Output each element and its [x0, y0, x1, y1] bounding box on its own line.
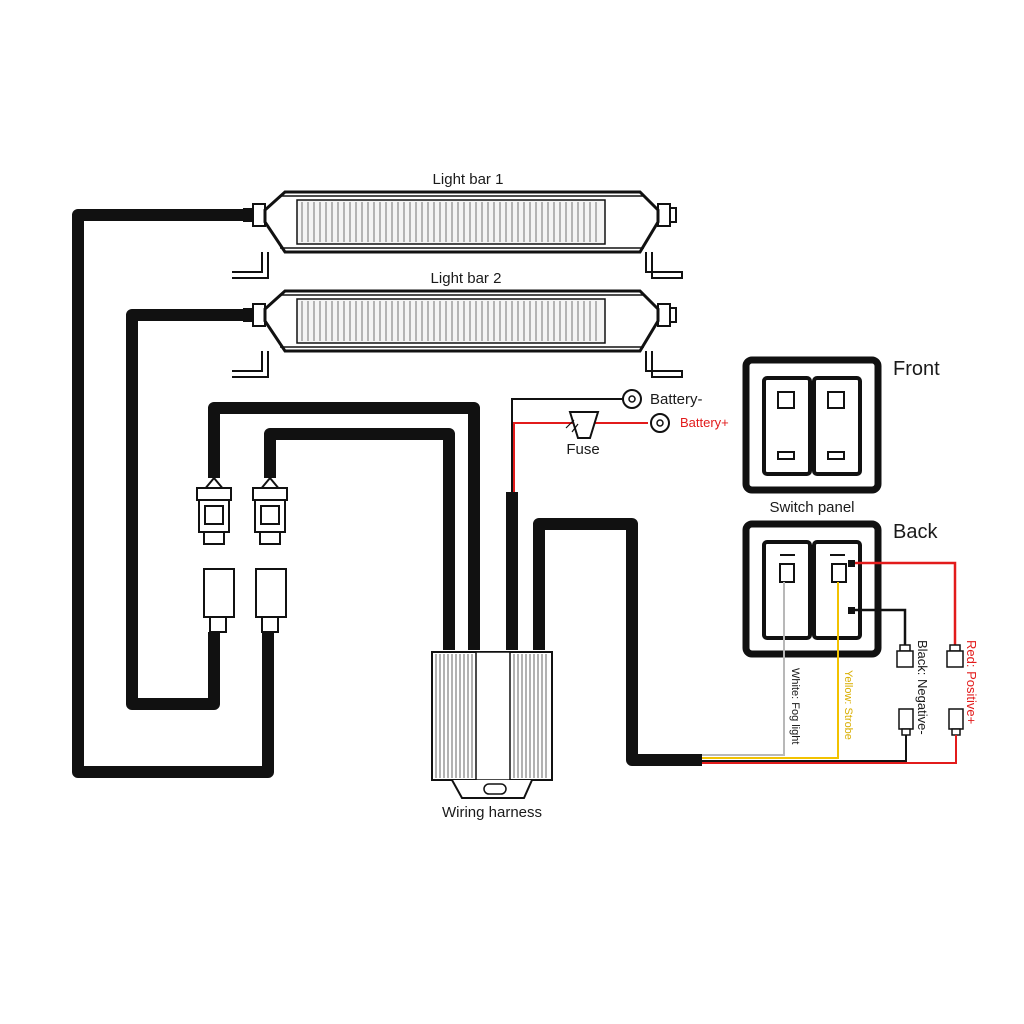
black-wire-label: Black: Negative-: [915, 640, 930, 735]
back-label: Back: [893, 521, 938, 543]
battery-negative-label: Battery-: [650, 391, 703, 408]
front-label: Front: [893, 358, 940, 380]
battery-positive-wire: [513, 422, 648, 492]
connector-plug-icon: [196, 477, 235, 633]
main-cables: [72, 209, 702, 778]
spade-terminal-icon: [896, 644, 914, 736]
red-wire-label: Red: Positive+: [964, 640, 979, 724]
rocker-switch-icon: [762, 376, 812, 476]
light-bar-icon: [232, 289, 683, 378]
red-return-wire: [702, 735, 957, 764]
black-return-wire: [702, 735, 907, 762]
cable-harness-connector-2: [264, 428, 455, 650]
cable-light-bar-1: [72, 209, 274, 778]
light-bar-2-label: Light bar 2: [431, 270, 502, 287]
light-bar-1-label: Light bar 1: [433, 171, 504, 188]
cable-light-bar-2: [126, 309, 245, 710]
fuse-label: Fuse: [566, 441, 599, 458]
light-bar-1: Light bar 1: [232, 171, 683, 279]
connector-plug-icon: [252, 477, 288, 633]
fuse-icon: [565, 411, 600, 439]
light-bar-icon: [232, 190, 683, 279]
white-wire: [702, 582, 785, 756]
ring-terminal-icon: [622, 389, 642, 409]
battery-negative-wire: [511, 398, 622, 492]
switch-panel-label: Switch panel: [769, 499, 854, 516]
rocker-switch-icon: [812, 376, 862, 476]
switch-panel-front: [742, 356, 882, 494]
junction-box-icon: [431, 651, 553, 799]
wiring-harness-label: Wiring harness: [442, 804, 542, 821]
red-wire: [855, 561, 957, 650]
light-bar-2: Light bar 2: [232, 270, 683, 378]
yellow-wire-label: Yellow: Strobe: [842, 670, 854, 740]
cable-harness-switch: [533, 518, 702, 766]
black-wire: [855, 608, 907, 650]
white-wire-label: White: Fog light: [789, 668, 801, 744]
spade-terminal-icon: [946, 644, 964, 736]
battery-positive-label: Battery+: [680, 415, 729, 430]
switch-panel-back: [742, 520, 882, 658]
ring-terminal-icon: [650, 413, 670, 433]
cable-harness-connector-1: [208, 402, 480, 650]
yellow-wire: [702, 582, 839, 759]
